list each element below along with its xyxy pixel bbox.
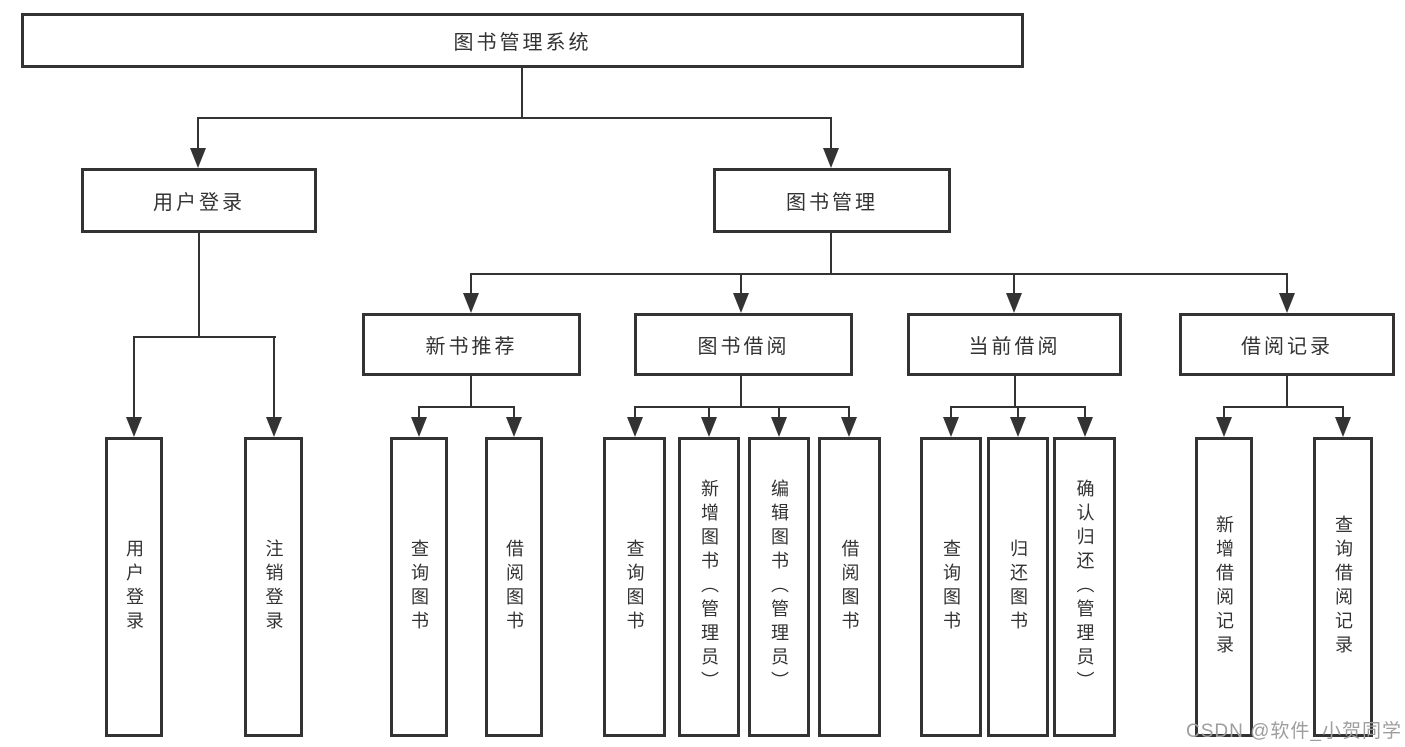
node-label: 当前借阅 xyxy=(968,336,1061,358)
leaf-box-query-books-recommend: 查询图书 xyxy=(390,437,448,737)
connector-vline xyxy=(950,406,952,417)
leaf-label: 借阅图书 xyxy=(504,539,524,635)
node-label: 图书借阅 xyxy=(697,336,790,358)
node-label: 图书管理 xyxy=(786,192,878,214)
leaf-label: 用户登录 xyxy=(124,539,144,635)
arrowhead-down-icon xyxy=(1010,417,1026,437)
connector-vline xyxy=(197,117,199,148)
leaf-label: 查询借阅记录 xyxy=(1333,515,1353,659)
connector-vline xyxy=(470,376,472,406)
node-root-library-management-system: 图书管理系统 xyxy=(21,13,1024,68)
node-borrowing-records: 借阅记录 xyxy=(1179,313,1395,376)
connector-vline xyxy=(198,233,200,336)
leaf-box-user-login: 用户登录 xyxy=(105,437,163,737)
leaf-box-query-books-borrowing: 查询图书 xyxy=(603,437,666,737)
arrowhead-down-icon xyxy=(627,417,643,437)
connector-vline xyxy=(418,406,420,417)
leaf-label: 编辑图书（管理员） xyxy=(769,479,789,695)
leaf-label: 查询图书 xyxy=(624,539,645,635)
node-current-borrowing: 当前借阅 xyxy=(907,313,1122,376)
node-book-management: 图书管理 xyxy=(713,168,951,233)
connector-vline xyxy=(740,376,742,406)
leaf-label: 归还图书 xyxy=(1008,539,1028,635)
connector-hline xyxy=(634,406,850,408)
connector-vline xyxy=(1342,406,1344,417)
watermark: CSDN @软件_小贺同学 xyxy=(1186,721,1402,742)
connector-vline xyxy=(1014,376,1016,406)
connector-vline xyxy=(1084,406,1086,417)
connector-vline xyxy=(133,336,135,417)
connector-vline xyxy=(470,273,472,293)
connector-vline xyxy=(273,336,275,417)
connector-vline xyxy=(1017,406,1019,417)
leaf-box-query-books-current: 查询图书 xyxy=(920,437,982,737)
leaf-label: 查询图书 xyxy=(409,539,429,635)
arrowhead-down-icon xyxy=(1335,417,1351,437)
leaf-label: 借阅图书 xyxy=(839,539,860,635)
node-label: 借阅记录 xyxy=(1241,336,1333,358)
connector-vline xyxy=(1013,273,1015,293)
leaf-box-confirm-return-admin: 确认归还（管理员） xyxy=(1053,437,1116,737)
connector-hline xyxy=(1223,406,1343,408)
leaf-box-add-books-admin: 新增图书（管理员） xyxy=(678,437,740,737)
arrowhead-down-icon xyxy=(733,293,749,313)
connector-vline xyxy=(740,273,742,293)
leaf-label: 新增借阅记录 xyxy=(1214,515,1234,659)
leaf-box-return-books: 归还图书 xyxy=(987,437,1049,737)
leaf-label: 查询图书 xyxy=(941,539,961,635)
connector-hline xyxy=(133,336,276,338)
arrowhead-down-icon xyxy=(126,417,142,437)
leaf-label: 注销登录 xyxy=(263,539,284,635)
arrowhead-down-icon xyxy=(1279,293,1295,313)
leaf-label: 新增图书（管理员） xyxy=(699,479,719,695)
connector-vline xyxy=(708,406,710,417)
arrowhead-down-icon xyxy=(823,148,839,168)
connector-vline xyxy=(830,233,832,273)
leaf-box-query-borrow-record: 查询借阅记录 xyxy=(1313,437,1373,737)
leaf-box-borrow-books-recommend: 借阅图书 xyxy=(485,437,543,737)
arrowhead-down-icon xyxy=(1006,293,1022,313)
leaf-box-add-borrow-record: 新增借阅记录 xyxy=(1195,437,1253,737)
arrowhead-down-icon xyxy=(463,293,479,313)
connector-vline xyxy=(1223,406,1225,417)
arrowhead-down-icon xyxy=(841,417,857,437)
node-user-login: 用户登录 xyxy=(81,168,317,233)
connector-vline xyxy=(1286,273,1288,293)
connector-vline xyxy=(634,406,636,417)
arrowhead-down-icon xyxy=(1077,417,1093,437)
connector-hline xyxy=(418,406,515,408)
arrowhead-down-icon xyxy=(771,417,787,437)
arrowhead-down-icon xyxy=(411,417,427,437)
arrowhead-down-icon xyxy=(1216,417,1232,437)
node-label: 用户登录 xyxy=(153,192,245,214)
leaf-box-edit-books-admin: 编辑图书（管理员） xyxy=(748,437,810,737)
node-label: 新书推荐 xyxy=(425,336,518,358)
arrowhead-down-icon xyxy=(701,417,717,437)
arrowhead-down-icon xyxy=(266,417,282,437)
connector-vline xyxy=(513,406,515,417)
arrowhead-down-icon xyxy=(190,148,206,168)
connector-vline xyxy=(521,68,523,117)
connector-vline xyxy=(778,406,780,417)
connector-hline xyxy=(197,117,832,119)
connector-vline xyxy=(1286,376,1288,406)
leaf-box-borrow-books: 借阅图书 xyxy=(818,437,881,737)
node-label: 图书管理系统 xyxy=(453,32,592,54)
node-new-book-recommendation: 新书推荐 xyxy=(362,313,581,376)
leaf-box-logout: 注销登录 xyxy=(244,437,303,737)
connector-vline xyxy=(848,406,850,417)
leaf-label: 确认归还（管理员） xyxy=(1074,479,1095,695)
connector-hline xyxy=(470,273,1288,275)
arrowhead-down-icon xyxy=(943,417,959,437)
arrowhead-down-icon xyxy=(506,417,522,437)
connector-vline xyxy=(830,117,832,148)
node-book-borrowing: 图书借阅 xyxy=(634,313,853,376)
